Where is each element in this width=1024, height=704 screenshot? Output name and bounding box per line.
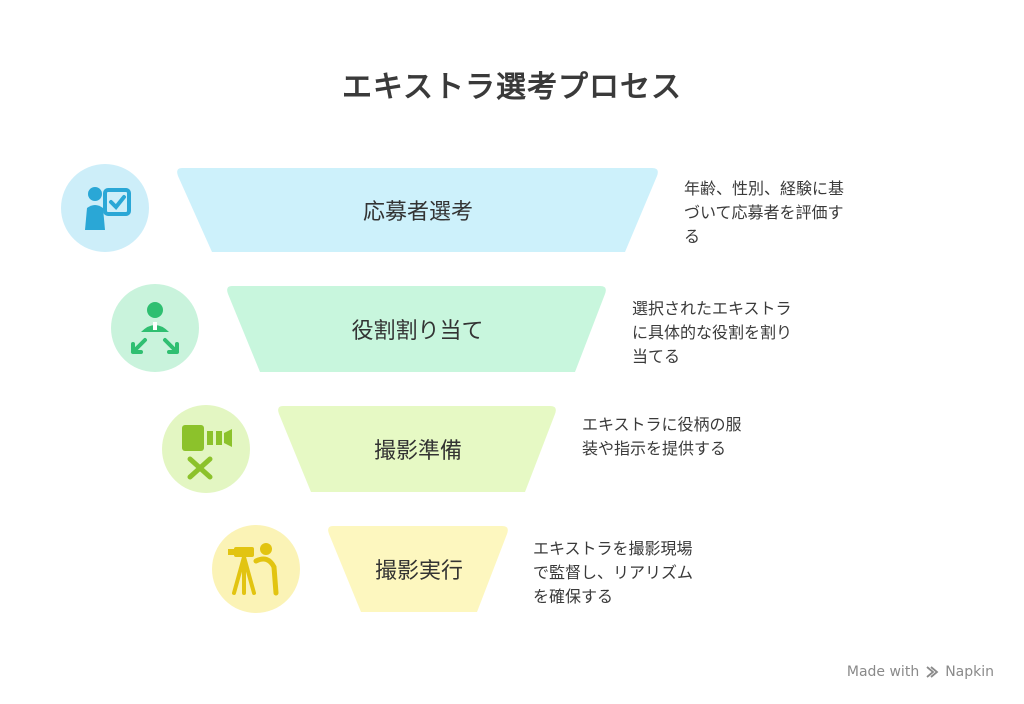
- napkin-logo-icon: [926, 666, 939, 678]
- funnel-stage-4-label: 撮影実行: [374, 559, 463, 584]
- funnel-stage-3-description: エキストラに役柄の服 装や指示を提供する: [582, 415, 742, 458]
- funnel-stage-4-description: エキストラを撮影現場 で監督し、リアリズム を確保する: [533, 539, 694, 606]
- funnel-stage-2-label: 役割割り当て: [351, 319, 484, 344]
- brand-name: Napkin: [945, 664, 994, 680]
- funnel-stage-3-label: 撮影準備: [373, 439, 462, 464]
- candidate-review-icon: [61, 164, 149, 252]
- made-with-label: Made with: [846, 664, 920, 680]
- funnel-stage-1-label: 応募者選考: [362, 200, 473, 225]
- page-title: エキストラ選考プロセス: [341, 70, 683, 105]
- role-assign-icon: [111, 284, 199, 372]
- camera-prep-icon: [162, 405, 250, 493]
- filming-camera-icon: [212, 525, 300, 613]
- funnel-stage-2-description: 選択されたエキストラ に具体的な役割を割り 当てる: [632, 299, 793, 366]
- footer-attribution: Made with Napkin: [847, 664, 994, 680]
- funnel-stage-1-description: 年齢、性別、経験に基 づいて応募者を評価す る: [684, 179, 845, 246]
